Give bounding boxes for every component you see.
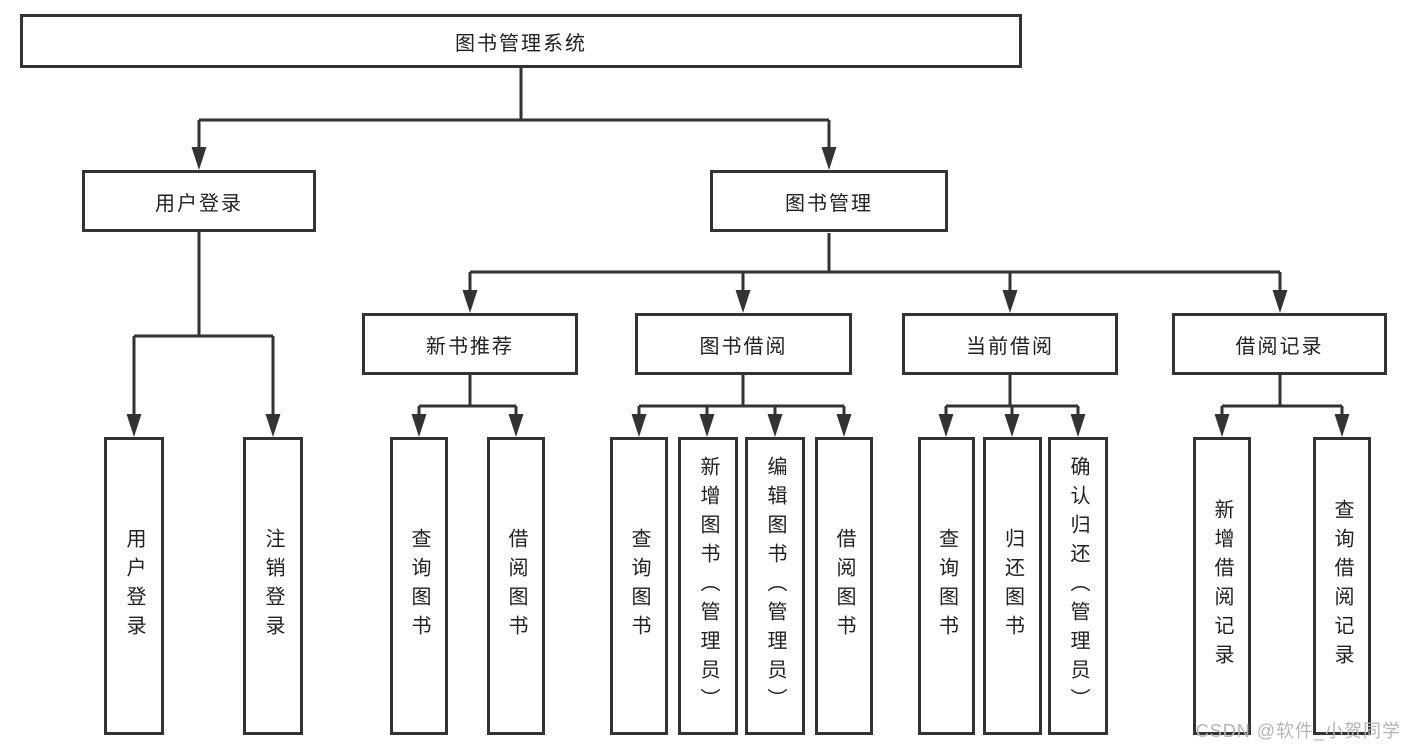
arrowhead <box>508 414 524 437</box>
leaf-add-borrow-record: 新增借阅记录 <box>1193 437 1251 735</box>
arrowhead <box>462 290 478 313</box>
node-user-login: 用户登录 <box>82 170 316 232</box>
connector-root-to-level2 <box>197 68 831 150</box>
node-borrow-records: 借阅记录 <box>1172 313 1387 375</box>
leaf-add-books-admin: 新增图书（管理员） <box>678 437 738 735</box>
arrowhead <box>631 414 647 437</box>
arrowhead <box>821 147 837 170</box>
leaf-logout: 注销登录 <box>243 437 303 735</box>
leaf-borrow-books-recommend: 借阅图书 <box>487 437 545 735</box>
connector-newbook-to-leaves <box>417 375 518 416</box>
arrowhead <box>1272 290 1288 313</box>
leaf-query-books-current: 查询图书 <box>918 437 975 735</box>
leaf-query-books-recommend: 查询图书 <box>390 437 448 735</box>
arrowhead <box>699 414 715 437</box>
node-current-borrow: 当前借阅 <box>902 313 1118 375</box>
leaf-edit-books-admin: 编辑图书（管理员） <box>745 437 805 735</box>
arrowhead <box>411 414 427 437</box>
connector-bookborrow-to-leaves <box>637 375 846 416</box>
arrowhead <box>1334 414 1350 437</box>
arrowhead <box>191 147 207 170</box>
arrowhead <box>1004 414 1020 437</box>
arrowhead <box>767 414 783 437</box>
arrowhead <box>1002 290 1018 313</box>
node-book-borrow: 图书借阅 <box>635 313 852 375</box>
arrowhead <box>126 414 142 437</box>
connector-currentborrow-to-leaves <box>944 375 1080 416</box>
csdn-watermark: CSDN @软件_小贺同学 <box>1195 721 1401 741</box>
node-new-book-recommend: 新书推荐 <box>362 313 578 375</box>
arrowhead <box>1070 414 1086 437</box>
leaf-query-books-borrow: 查询图书 <box>610 437 668 735</box>
arrowhead <box>836 414 852 437</box>
arrowhead <box>1214 414 1230 437</box>
node-book-management: 图书管理 <box>710 170 948 232</box>
leaf-confirm-return-admin: 确认归还（管理员） <box>1048 437 1108 735</box>
connector-userlogin-to-leaves <box>132 232 275 416</box>
connector-bookmgmt-to-level3 <box>468 233 1282 293</box>
leaf-query-borrow-record: 查询借阅记录 <box>1313 437 1371 735</box>
arrowhead <box>735 290 751 313</box>
connector-records-to-leaves <box>1220 375 1344 416</box>
node-library-management-system: 图书管理系统 <box>20 14 1022 68</box>
leaf-return-books: 归还图书 <box>983 437 1042 735</box>
leaf-user-login: 用户登录 <box>104 437 164 735</box>
arrowhead <box>938 414 954 437</box>
arrowhead <box>265 414 281 437</box>
leaf-borrow-books: 借阅图书 <box>815 437 873 735</box>
